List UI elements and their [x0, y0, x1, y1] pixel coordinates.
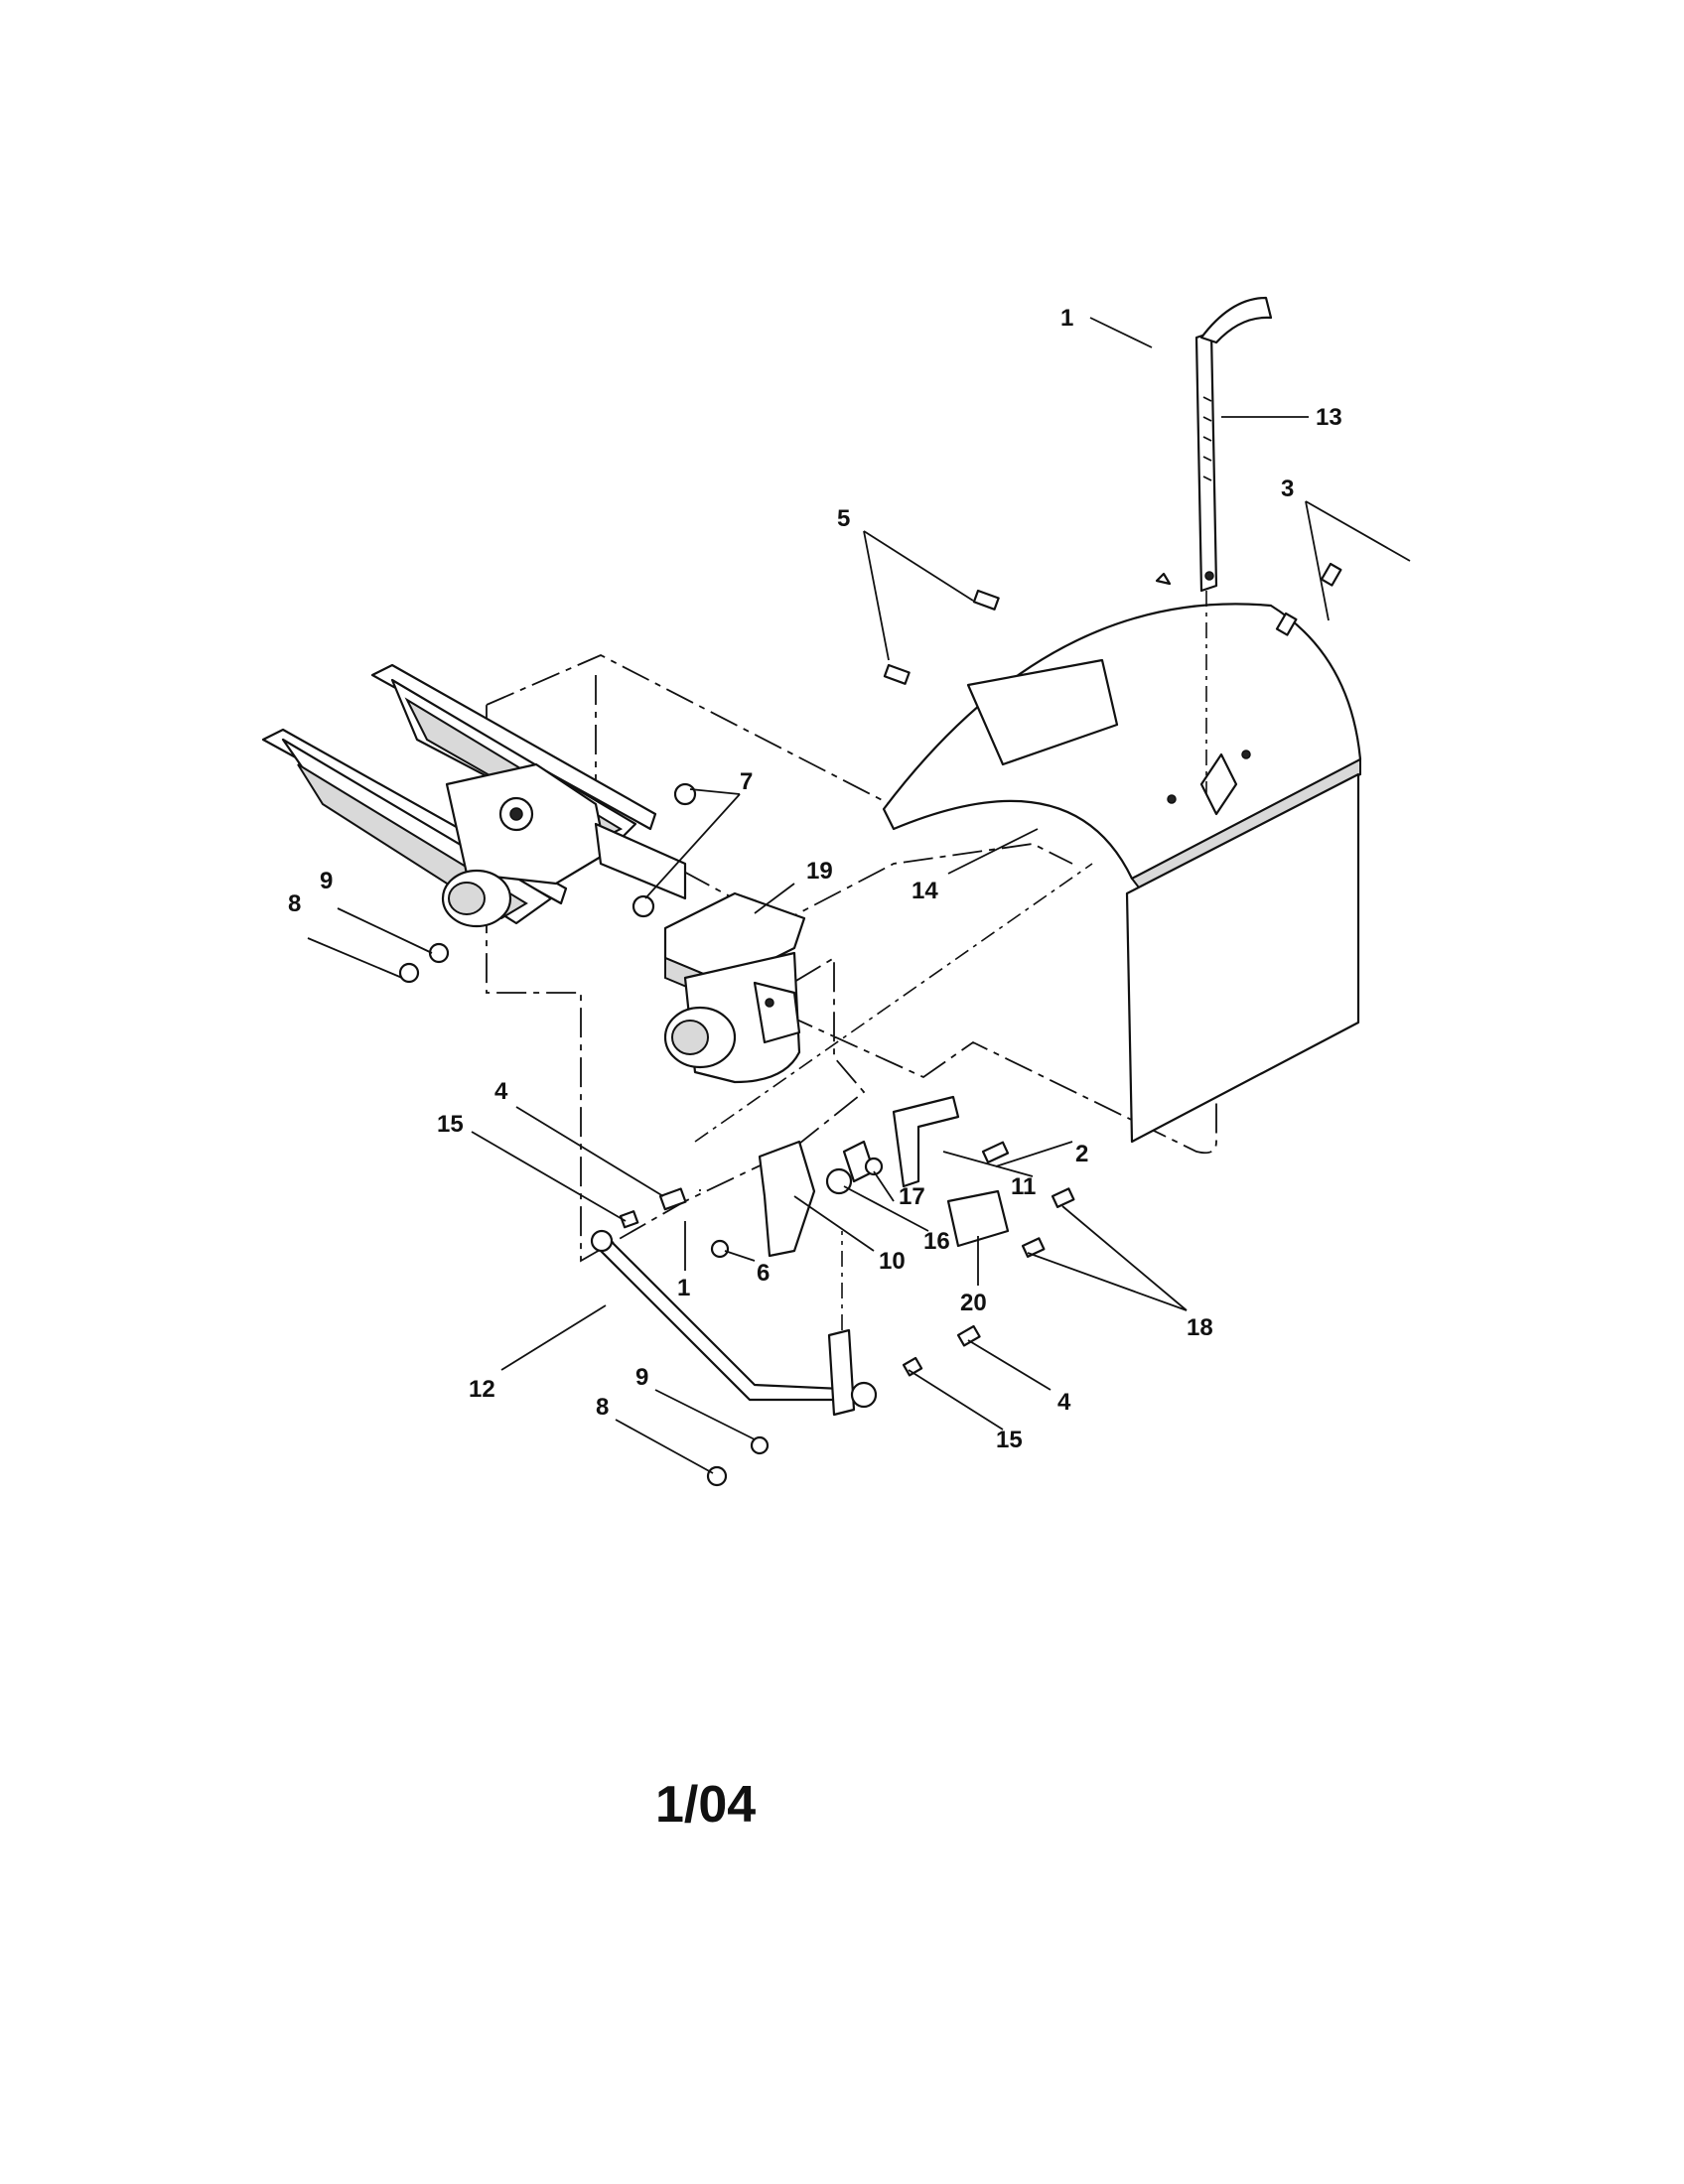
callout-9-left: 9	[320, 868, 333, 894]
callout-2: 2	[1075, 1141, 1088, 1167]
callout-17: 17	[899, 1183, 925, 1210]
bracket-assembly	[694, 863, 1093, 1258]
callout-18: 18	[1187, 1314, 1213, 1341]
callout-7: 7	[740, 768, 753, 795]
callout-15-bottom: 15	[996, 1427, 1023, 1453]
callout-1-top: 1	[1060, 305, 1073, 332]
depth-bar	[1194, 296, 1273, 794]
callout-12: 12	[469, 1376, 495, 1403]
leader-lines	[307, 317, 1411, 1474]
tine-shield	[882, 603, 1362, 1144]
callout-8-bottom: 8	[596, 1394, 609, 1421]
callout-15-left: 15	[437, 1111, 464, 1138]
callout-3: 3	[1281, 476, 1294, 502]
callout-16: 16	[923, 1228, 950, 1255]
footer-date-code: 1/04	[655, 1776, 756, 1834]
callout-4-left: 4	[494, 1078, 508, 1105]
gearbox-assembly	[663, 891, 806, 1084]
linkage-rod	[590, 1229, 878, 1417]
callout-19: 19	[806, 858, 833, 885]
callout-10: 10	[879, 1248, 906, 1275]
callout-13: 13	[1316, 404, 1342, 431]
callout-labels: 1 13 3 5 7 19 14 9 8 4 15 2 11 17 16 10 …	[288, 305, 1342, 1453]
callout-20: 20	[960, 1290, 987, 1316]
callout-14: 14	[912, 878, 938, 904]
callout-9-bottom: 9	[635, 1364, 648, 1391]
callout-11: 11	[1011, 1173, 1036, 1200]
callout-1-bottom: 1	[677, 1275, 690, 1301]
callout-5: 5	[837, 505, 850, 532]
callout-4-bottom: 4	[1057, 1389, 1071, 1416]
callout-6: 6	[757, 1260, 770, 1287]
callout-8-left: 8	[288, 890, 301, 917]
